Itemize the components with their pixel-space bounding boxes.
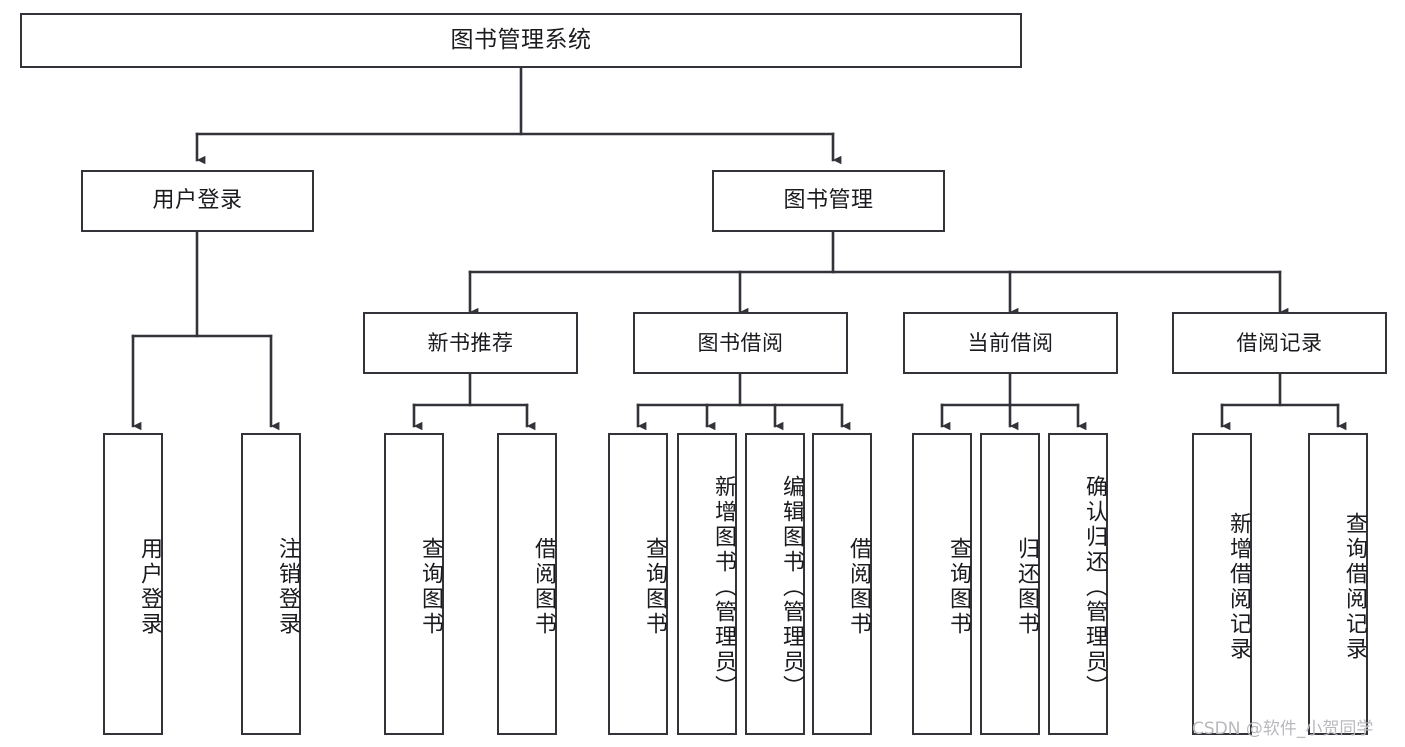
node-label: 借阅记录 bbox=[1236, 330, 1323, 355]
leaf-current-borrow-return-book[interactable]: 归还图书 bbox=[980, 433, 1040, 735]
node-label: 注销登录 bbox=[275, 537, 300, 637]
node-label: 查询图书 bbox=[418, 537, 443, 637]
leaf-new-book-query-book[interactable]: 查询图书 bbox=[384, 433, 444, 735]
node-label: 归还图书 bbox=[1014, 537, 1039, 637]
leaf-book-borrow-borrow-book[interactable]: 借阅图书 bbox=[812, 433, 872, 735]
node-borrow-record[interactable]: 借阅记录 bbox=[1172, 312, 1387, 374]
leaf-book-borrow-edit-book-admin[interactable]: 编辑图书（管理员） bbox=[745, 433, 805, 735]
node-new-book-recommend[interactable]: 新书推荐 bbox=[363, 312, 578, 374]
node-label: 查询图书 bbox=[642, 537, 667, 637]
leaf-borrow-record-add-record[interactable]: 新增借阅记录 bbox=[1192, 433, 1252, 735]
leaf-new-book-borrow-book[interactable]: 借阅图书 bbox=[497, 433, 557, 735]
node-label: 借阅图书 bbox=[531, 537, 556, 637]
node-current-borrow[interactable]: 当前借阅 bbox=[903, 312, 1118, 374]
csdn-watermark: CSDN @软件_小贺同学 bbox=[1192, 719, 1374, 739]
node-label: 当前借阅 bbox=[967, 330, 1054, 355]
node-label: 新增借阅记录 bbox=[1226, 512, 1251, 662]
leaf-current-borrow-query-book[interactable]: 查询图书 bbox=[912, 433, 972, 735]
node-label: 确认归还（管理员） bbox=[1082, 474, 1107, 700]
node-label: 查询图书 bbox=[946, 537, 971, 637]
leaf-current-borrow-confirm-return-admin[interactable]: 确认归还（管理员） bbox=[1048, 433, 1108, 735]
leaf-user-login-signout[interactable]: 注销登录 bbox=[241, 433, 301, 735]
node-label: 图书管理 bbox=[783, 188, 874, 214]
node-label: 用户登录 bbox=[137, 537, 162, 637]
leaf-book-borrow-add-book-admin[interactable]: 新增图书（管理员） bbox=[677, 433, 737, 735]
node-root-book-management-system[interactable]: 图书管理系统 bbox=[20, 13, 1022, 68]
leaf-book-borrow-query-book[interactable]: 查询图书 bbox=[608, 433, 668, 735]
node-label: 新增图书（管理员） bbox=[711, 474, 736, 700]
node-book-borrow[interactable]: 图书借阅 bbox=[633, 312, 848, 374]
node-label: 借阅图书 bbox=[846, 537, 871, 637]
node-label: 图书管理系统 bbox=[450, 26, 592, 53]
node-user-login[interactable]: 用户登录 bbox=[81, 170, 314, 232]
node-label: 编辑图书（管理员） bbox=[779, 474, 804, 700]
node-label: 查询借阅记录 bbox=[1342, 512, 1367, 662]
node-label: 用户登录 bbox=[152, 188, 243, 214]
node-label: 新书推荐 bbox=[427, 330, 514, 355]
node-label: 图书借阅 bbox=[697, 330, 784, 355]
leaf-borrow-record-query-record[interactable]: 查询借阅记录 bbox=[1308, 433, 1368, 735]
node-book-management[interactable]: 图书管理 bbox=[712, 170, 945, 232]
leaf-user-login-signin[interactable]: 用户登录 bbox=[103, 433, 163, 735]
